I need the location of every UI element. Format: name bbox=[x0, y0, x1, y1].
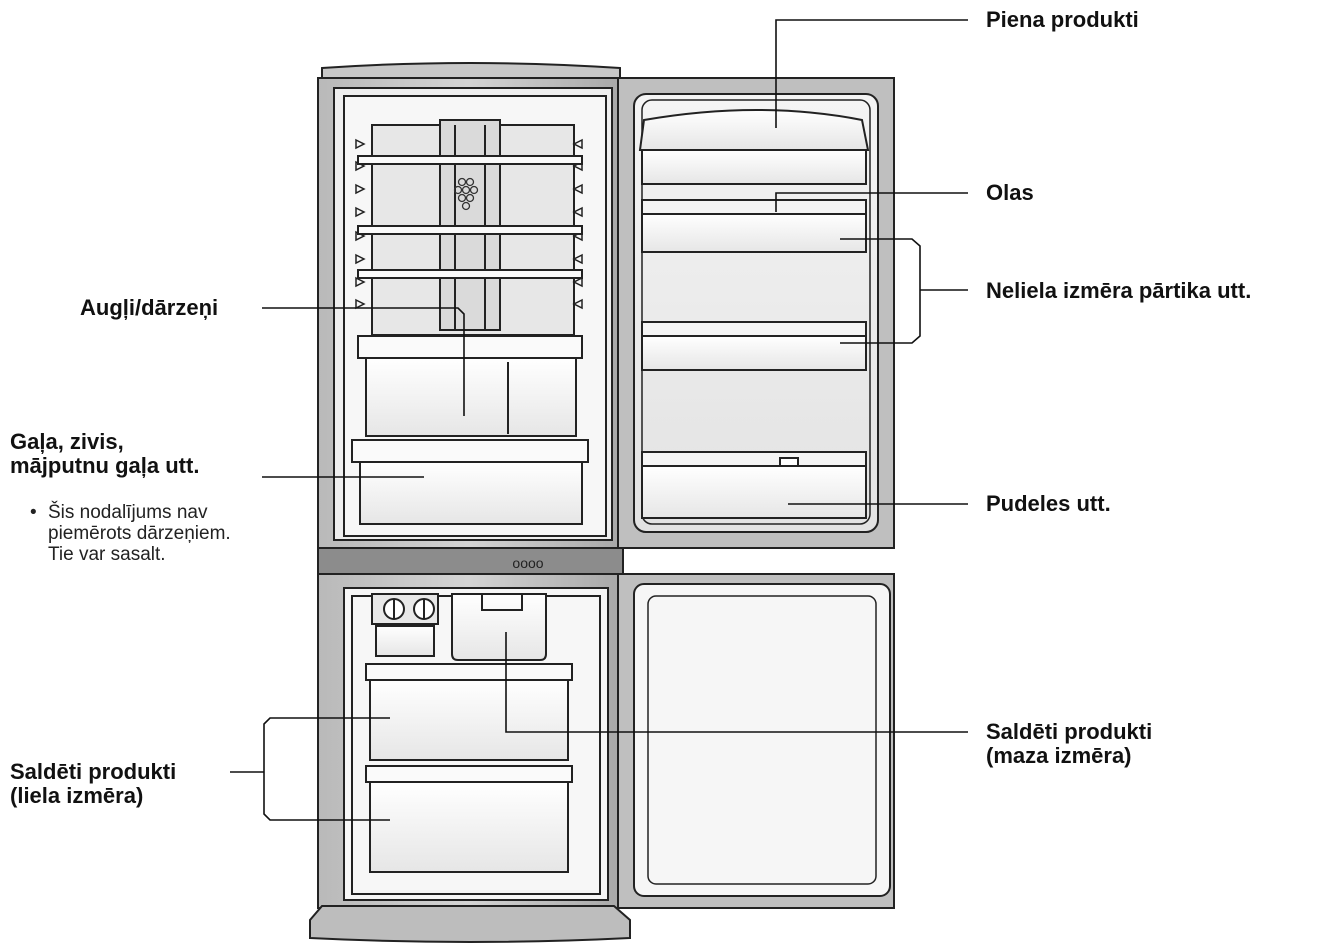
label-saldeti-liela-line1: Saldēti produkti bbox=[10, 759, 177, 784]
freezer-door bbox=[617, 573, 895, 909]
label-augli-darzeni: Augļi/dārzeņi bbox=[80, 295, 219, 320]
note-bullet: • bbox=[30, 502, 37, 523]
label-saldeti-maza-line2: (maza izmēra) bbox=[986, 743, 1132, 768]
note-freezing-warning: • Šis nodalījums nav piemērots dārzeņiem… bbox=[30, 502, 231, 565]
label-saldeti-maza-line1: Saldēti produkti bbox=[986, 719, 1153, 744]
note-line3: Tie var sasalt. bbox=[48, 544, 166, 565]
label-neliela-izmera: Neliela izmēra pārtika utt. bbox=[986, 278, 1252, 303]
label-piena-produkti: Piena produkti bbox=[986, 7, 1139, 32]
callout-neliela bbox=[840, 238, 921, 344]
control-panel-text: oooo bbox=[512, 555, 543, 571]
label-saldeti-liela-line2: (liela izmēra) bbox=[10, 783, 144, 808]
label-gala-line2: mājputnu gaļa utt. bbox=[10, 453, 200, 478]
note-line1: Šis nodalījums nav bbox=[48, 502, 208, 523]
label-saldeti-liela: Saldēti produkti (liela izmēra) bbox=[10, 760, 176, 808]
callout-augli bbox=[262, 307, 465, 416]
freezer-compartment bbox=[343, 587, 609, 901]
label-saldeti-maza: Saldēti produkti (maza izmēra) bbox=[986, 720, 1152, 768]
callout-lines bbox=[230, 19, 968, 821]
callout-piena bbox=[775, 19, 968, 128]
fridge-compartment bbox=[333, 87, 613, 541]
callout-olas bbox=[775, 192, 968, 212]
label-olas: Olas bbox=[986, 180, 1034, 205]
fridge-door bbox=[617, 77, 895, 549]
vent-icon bbox=[453, 177, 479, 211]
label-gala-line1: Gaļa, zivis, bbox=[10, 429, 124, 454]
label-gala-zivis: Gaļa, zivis, mājputnu gaļa utt. bbox=[10, 430, 199, 478]
callout-saldeti-liela bbox=[263, 717, 390, 821]
callout-saldeti-maza bbox=[505, 632, 968, 733]
note-line2: piemērots dārzeņiem. bbox=[48, 523, 231, 544]
label-pudeles: Pudeles utt. bbox=[986, 491, 1111, 516]
